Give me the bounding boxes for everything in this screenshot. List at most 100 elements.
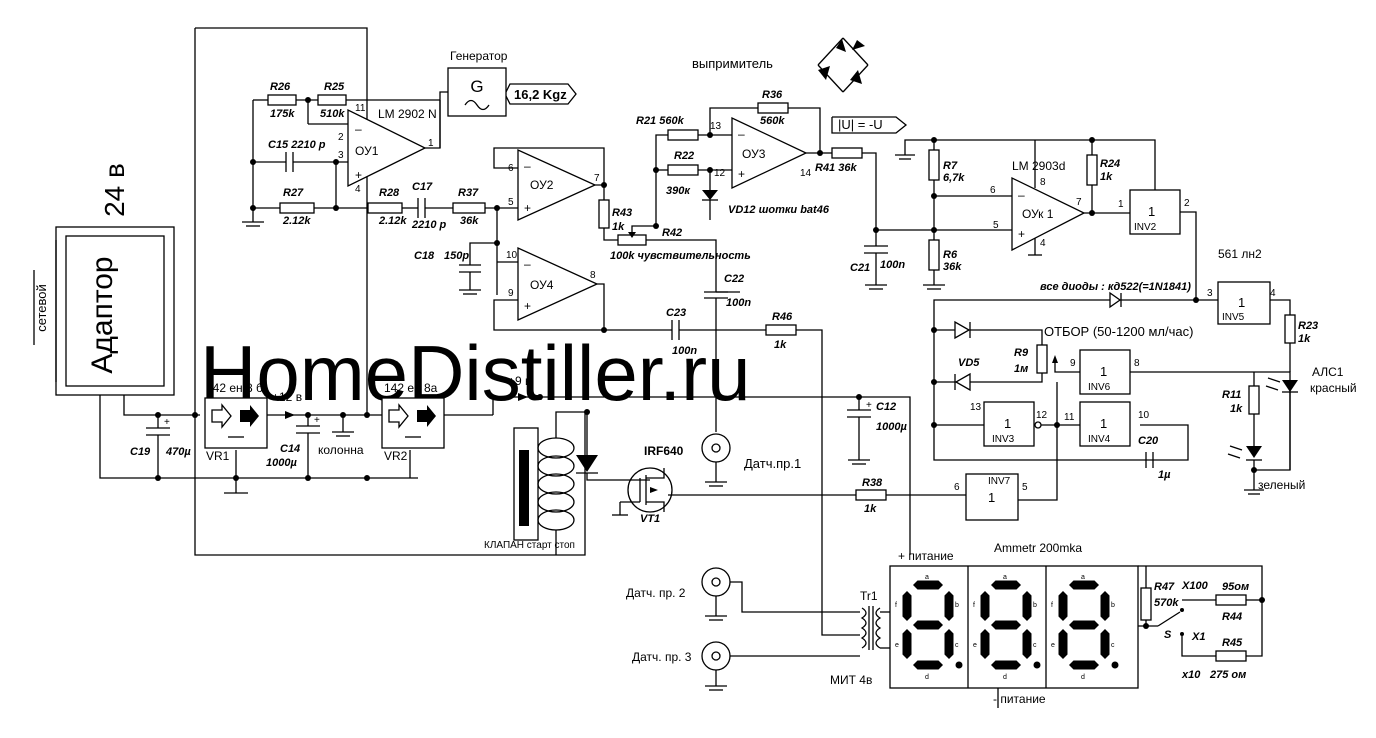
digit-3-pin-b: b xyxy=(1111,602,1115,609)
digit-1-segment-e xyxy=(902,629,912,659)
svg-text:+: + xyxy=(1018,227,1025,241)
digit-1-decimal-point xyxy=(955,661,963,669)
digit-2-segment-c xyxy=(1022,629,1032,659)
digit-1-segment-b xyxy=(944,591,954,621)
vr2-part: 142 ен 8а xyxy=(384,381,438,395)
inv4-pin10: 10 xyxy=(1138,410,1150,421)
digit-2-pin-a: a xyxy=(1003,574,1007,581)
r45-label: R45 xyxy=(1222,637,1243,649)
r9-label: R9 xyxy=(1014,347,1029,359)
oy2-label: ОУ2 xyxy=(530,178,554,192)
vt1-label: VT1 xyxy=(640,513,660,525)
vd12-label: VD12 шотки bat46 xyxy=(728,204,830,216)
digit-1-segment-d xyxy=(913,660,943,670)
r26-label: R26 xyxy=(270,81,291,93)
c23-value: 100n xyxy=(672,345,697,357)
arrow-9v xyxy=(518,393,528,401)
sensor-3-label: Датч. пр. 3 xyxy=(632,650,692,664)
r24-value: 1k xyxy=(1100,171,1113,183)
inv6-pin8: 8 xyxy=(1134,358,1140,369)
pin-6b: 6 xyxy=(990,185,996,196)
inv6-pin9: 9 xyxy=(1070,358,1076,369)
c23-label: C23 xyxy=(666,307,686,319)
digit-1-segment-a xyxy=(913,580,943,590)
switch-label: S xyxy=(1164,629,1172,641)
opamp-section: ОУ1 – + LM 2902 N 11 2 3 4 1 R26 175k R2… xyxy=(242,81,1012,636)
alc-label: АЛС1 xyxy=(1312,365,1344,379)
r41-label: R41 36k xyxy=(815,162,857,174)
digit-2-pin-e: e xyxy=(973,642,977,649)
mosfet-label: IRF640 xyxy=(644,444,684,458)
diodes-note: все диоды : кд522(=1N1841) xyxy=(1040,281,1191,293)
r37-label: R37 xyxy=(458,187,479,199)
ammeter-title: Ammetr 200mka xyxy=(994,541,1082,555)
digit-3-segment-d xyxy=(1069,660,1099,670)
x100-label: X100 xyxy=(1181,580,1209,592)
r25-value: 510k xyxy=(320,108,345,120)
digit-1-pin-d: d xyxy=(925,674,929,681)
pin-9: 9 xyxy=(508,288,514,299)
comparator-chip: LM 2903d xyxy=(1012,159,1065,173)
r11-label: R11 xyxy=(1222,389,1241,401)
pin-14: 14 xyxy=(800,168,812,179)
oy3-label: ОУ3 xyxy=(742,147,766,161)
digit-3-pin-f: f xyxy=(1051,602,1053,609)
r28-value: 2.12k xyxy=(378,215,407,227)
digit-3-pin-d: d xyxy=(1081,674,1085,681)
r44-label: R44 xyxy=(1222,611,1242,623)
pin-8b: 8 xyxy=(1040,177,1046,188)
digit-2-segment-f xyxy=(980,591,990,621)
tr1-label: Tr1 xyxy=(860,589,878,603)
ammeter-power-minus: - питание xyxy=(993,692,1046,706)
c17-value: 2210 p xyxy=(411,219,447,231)
pin-5b: 5 xyxy=(993,220,999,231)
sensor-1-label: Датч.пр.1 xyxy=(744,456,801,471)
green-label: зеленый xyxy=(1258,478,1305,492)
digit-2-segment-b xyxy=(1022,591,1032,621)
arrow-12v xyxy=(285,411,295,419)
digit-3-segment-f xyxy=(1058,591,1068,621)
digit-2-segment-e xyxy=(980,629,990,659)
r46-label: R46 xyxy=(772,311,793,323)
pin-4b: 4 xyxy=(1040,238,1046,249)
c18-label: C18 xyxy=(414,250,435,262)
digit-2-pin-d: d xyxy=(1003,674,1007,681)
led-block: R23 1k АЛС1 красный R11 1k зеленый xyxy=(1222,299,1357,495)
inv5-pin4: 4 xyxy=(1270,288,1276,299)
r9-value: 1м xyxy=(1014,363,1028,375)
r43-label: R43 xyxy=(612,207,632,219)
digit-1-pin-f: f xyxy=(895,602,897,609)
r36-label: R36 xyxy=(762,89,783,101)
regulator-vr2: 142 ен 8а VR2 xyxy=(381,381,445,463)
inv2-pin2: 2 xyxy=(1184,198,1190,209)
digit-2-segment-g xyxy=(991,620,1021,630)
digit-1-pin-c: c xyxy=(955,642,959,649)
c19-label: C19 xyxy=(130,446,151,458)
capacitor-c14: + C14 1000µ xyxy=(266,415,320,478)
digit-2-pin-f: f xyxy=(973,602,975,609)
x1-label: X1 xyxy=(1191,631,1205,643)
vr1-part: 142 ен 8 б xyxy=(206,381,263,395)
r25-label: R25 xyxy=(324,81,345,93)
digit-1-segment-c xyxy=(944,629,954,659)
r37-value: 36k xyxy=(460,215,479,227)
c17-label: C17 xyxy=(412,181,433,193)
svg-text:+: + xyxy=(314,415,320,426)
r36-value: 560k xyxy=(760,115,785,127)
pin-4: 4 xyxy=(355,184,361,195)
logic-block: 1 INV2 1 2 561 лн2 1 INV5 3 4 все диоды … xyxy=(668,189,1291,521)
oy1-label: ОУ1 xyxy=(355,144,379,158)
v9-label: +9 в xyxy=(508,374,531,388)
range-switch: R47 570k S X100 95ом R44 X1 R45 x10 275 … xyxy=(1138,565,1265,681)
inv5-pin3: 3 xyxy=(1207,288,1213,299)
column-label: колонна xyxy=(318,443,364,457)
sensitivity-label: 100k чувствительность xyxy=(610,250,751,262)
digit-1-pin-b: b xyxy=(955,602,959,609)
r26-value: 175k xyxy=(270,108,295,120)
valve-label: КЛАПАН старт стоп xyxy=(484,540,575,551)
vd5-label: VD5 xyxy=(958,357,980,369)
capacitor-c12: + C12 1000µ xyxy=(847,397,907,465)
pin-7: 7 xyxy=(594,173,600,184)
rectifier-title: выпримитель xyxy=(692,56,773,71)
c19-value: 470µ xyxy=(165,446,191,458)
